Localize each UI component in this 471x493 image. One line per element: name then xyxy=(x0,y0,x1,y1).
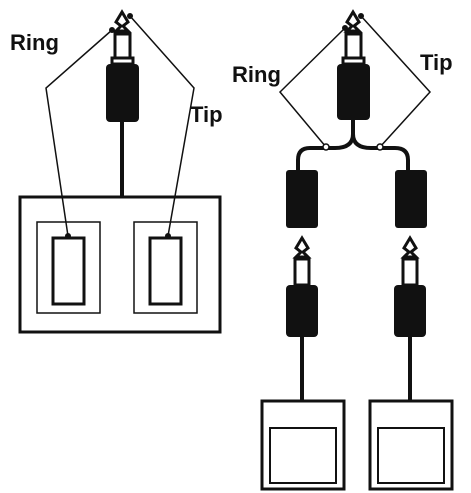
y-cable-right-branch xyxy=(351,133,410,170)
left-mono-shaft xyxy=(293,257,311,287)
mono-device-right-inner xyxy=(377,427,445,484)
right-left-mono-plug xyxy=(286,235,318,401)
right-plug-handle xyxy=(337,64,370,120)
left-device-frame-ring xyxy=(36,221,101,314)
right-mono-shaft xyxy=(401,257,419,287)
left-device-outer xyxy=(18,195,222,334)
right-ring-leader xyxy=(278,27,346,148)
left-ring-dot xyxy=(109,27,115,33)
right-mono-handle xyxy=(394,285,426,337)
left-tip-dot xyxy=(127,13,133,19)
left-tip-leader xyxy=(129,15,195,237)
right-ring-dot-top xyxy=(342,25,348,31)
left-device-frame-tip xyxy=(133,221,198,314)
left-tip-label: Tip xyxy=(190,102,223,127)
left-ring-leader xyxy=(45,29,113,237)
right-ring-label: Ring xyxy=(232,62,281,87)
right-right-jack xyxy=(395,170,427,228)
right-tip-dot-cable xyxy=(376,143,384,151)
left-trs-plug xyxy=(106,9,139,196)
left-mono-handle xyxy=(286,285,318,337)
left-device-slot-ring xyxy=(51,236,86,306)
left-leader-lines xyxy=(45,15,195,237)
right-plug-collar xyxy=(341,56,366,66)
y-cable-left-branch xyxy=(296,133,355,170)
right-mono-devices xyxy=(260,399,454,491)
right-tip-label: Tip xyxy=(420,50,453,75)
right-plug-tip xyxy=(343,9,363,33)
left-mono-tip xyxy=(292,235,312,259)
right-trs-plug xyxy=(337,9,370,120)
left-ring-label: Ring xyxy=(10,30,59,55)
left-stereo-device xyxy=(18,195,222,334)
left-device-slot-tip xyxy=(148,236,183,306)
mono-device-left-inner xyxy=(269,427,337,484)
right-tip-dot-top xyxy=(358,13,364,19)
right-leader-lines xyxy=(278,15,432,148)
left-plug-collar xyxy=(110,56,135,66)
right-ring-dot-cable xyxy=(322,143,330,151)
right-tip-leader xyxy=(360,15,432,148)
mono-device-left-outer xyxy=(260,399,346,491)
left-plug-tip xyxy=(112,9,132,33)
right-right-mono-plug xyxy=(394,235,426,401)
right-left-jack xyxy=(286,170,318,228)
left-plug-handle xyxy=(106,64,139,122)
y-splitter-cable xyxy=(296,120,410,170)
mono-device-right-outer xyxy=(368,399,454,491)
left-diagram: Ring Tip xyxy=(10,9,223,334)
right-diagram: Ring Tip xyxy=(232,9,454,491)
right-mono-tip xyxy=(400,235,420,259)
